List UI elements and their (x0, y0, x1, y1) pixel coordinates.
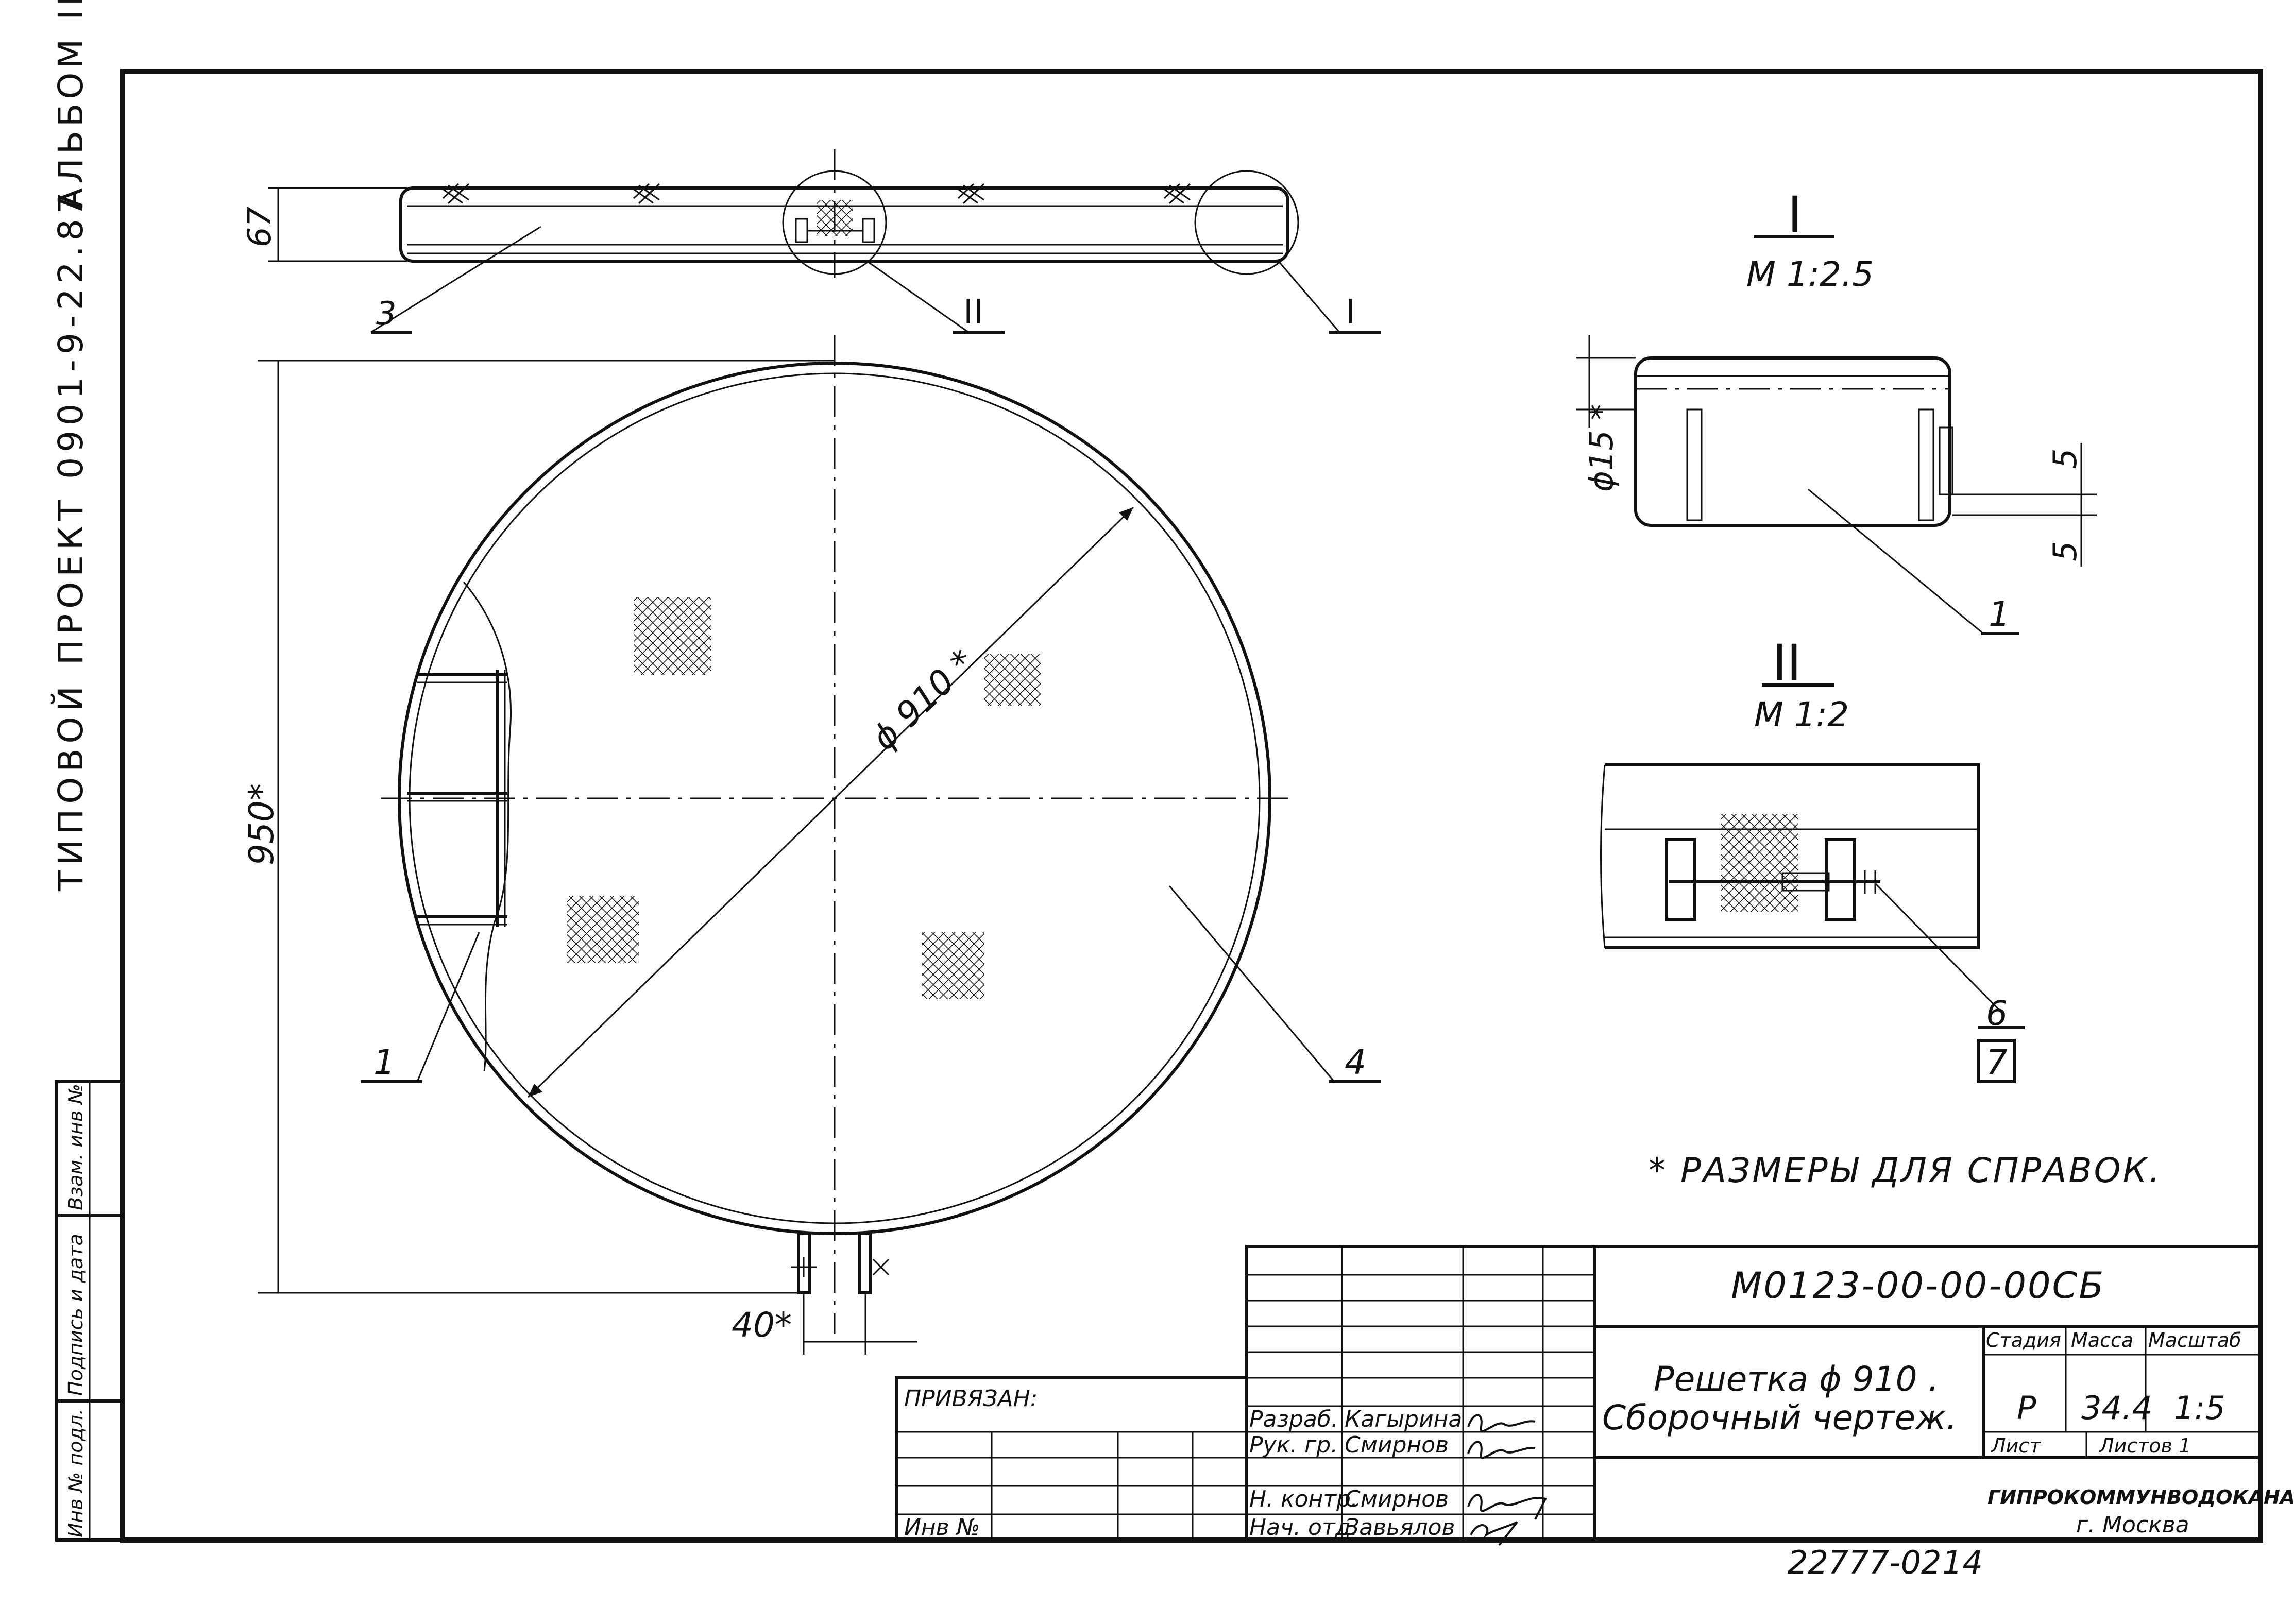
role-norm-control: Н. контр. (1249, 1486, 1358, 1512)
detail-I-title: I (1788, 186, 1802, 244)
signature (1467, 1494, 1547, 1520)
mesh-patch (984, 654, 1041, 706)
organization-city: г. Москва (2076, 1512, 2189, 1538)
sheet-frame (120, 69, 2263, 1543)
scale-value: 1:5 (2174, 1389, 2225, 1427)
top-view: 67 3 II I (241, 149, 1381, 334)
stamp-inv-original: Инв № подл. (64, 1409, 87, 1537)
detail-I-gap-top: 5 (2046, 449, 2084, 469)
inv-label: Инв № (904, 1514, 980, 1541)
top-callout-II: II (963, 292, 983, 332)
stage-value: Р (2017, 1389, 2036, 1427)
signature (1467, 1441, 1536, 1459)
drawing-designation: М0123-00-00-00СБ (1731, 1264, 2105, 1307)
stamp-signature-date: Подпись и дата (64, 1234, 87, 1396)
page-number: 14 (1942, 1544, 1983, 1581)
project-label: ТИПОВОЙ ПРОЕКТ 0901-9-22.87 (50, 187, 91, 892)
signature (1467, 1414, 1536, 1432)
document-number: 22777-02 (1788, 1544, 1942, 1581)
name-norm-control: Смирнов (1345, 1486, 1449, 1512)
title-block: ПРИВЯЗАН: Инв № Разраб. Рук. гр. Н. конт… (895, 1245, 2294, 1546)
stamp-replaced-inv: Взам. инв № (64, 1084, 87, 1210)
mesh-patch (634, 597, 711, 675)
mass-value: 34.4 (2081, 1389, 2152, 1427)
top-callout-3: 3 (376, 295, 396, 332)
sheet-label: Лист (1990, 1434, 2042, 1457)
bound-label: ПРИВЯЗАН: (904, 1386, 1038, 1412)
detail-II-scale: М 1:2 (1754, 695, 1849, 734)
detail-II: II М 1:2 6 7 (1600, 634, 2025, 1083)
drawing-name-line1: Решетка ϕ 910 . (1654, 1359, 1939, 1399)
drawing-name-line2: Сборочный чертеж. (1602, 1398, 1957, 1438)
plan-view: ϕ 910 * 40* 950* 1 4 (242, 335, 1381, 1355)
detail-II-callout-7: 7 (1986, 1042, 2008, 1082)
detail-I: I М 1:2.5 ϕ15 * 5 5 1 (1576, 186, 2097, 635)
left-stamp: Инв № подл. Подпись и дата Взам. инв № (55, 1080, 124, 1542)
sheets-label: Листов 1 (2098, 1434, 2191, 1457)
top-callout-I: I (1346, 292, 1355, 332)
detail-I-rod-dim: ϕ15 * (1583, 404, 1620, 492)
detail-II-callout-circle (782, 170, 887, 275)
stage-header: Стадия (1986, 1329, 2061, 1352)
role-developer: Разраб. (1249, 1406, 1338, 1432)
detail-II-title: II (1772, 634, 1802, 692)
mesh-patch (567, 896, 639, 963)
signature (1470, 1521, 1518, 1546)
detail-I-gap-bottom: 5 (2046, 541, 2084, 561)
detail-I-callout-circle (1194, 170, 1299, 275)
name-developer: Кагырина (1345, 1406, 1462, 1432)
plan-diameter-label: ϕ 910 * (864, 642, 982, 758)
plan-tab-width: 40* (732, 1305, 792, 1345)
scale-header: Масштаб (2148, 1329, 2241, 1352)
name-group-lead: Смирнов (1345, 1432, 1449, 1458)
top-height-dim: 67 (241, 207, 278, 247)
plan-height-dim: 950* (242, 783, 281, 865)
plan-callout-4: 4 (1345, 1042, 1366, 1082)
role-department-head: Нач. отд. (1249, 1514, 1358, 1541)
name-department-head: Завьялов (1345, 1514, 1455, 1541)
reference-dimensions-note: * РАЗМЕРЫ ДЛЯ СПРАВОК. (1649, 1151, 2162, 1190)
detail-II-callout-6: 6 (1986, 994, 2008, 1033)
role-group-lead: Рук. гр. (1249, 1432, 1338, 1458)
mass-header: Масса (2071, 1329, 2133, 1352)
detail-I-callout: 1 (1989, 594, 2010, 634)
plan-callout-1: 1 (373, 1042, 395, 1082)
album-label: АЛЬБОМ III (51, 0, 91, 211)
organization-name: ГИПРОКОММУНВОДОКАНАЛ (1987, 1486, 2294, 1509)
mesh-patch (922, 932, 984, 999)
detail-I-scale: М 1:2.5 (1746, 254, 1874, 294)
